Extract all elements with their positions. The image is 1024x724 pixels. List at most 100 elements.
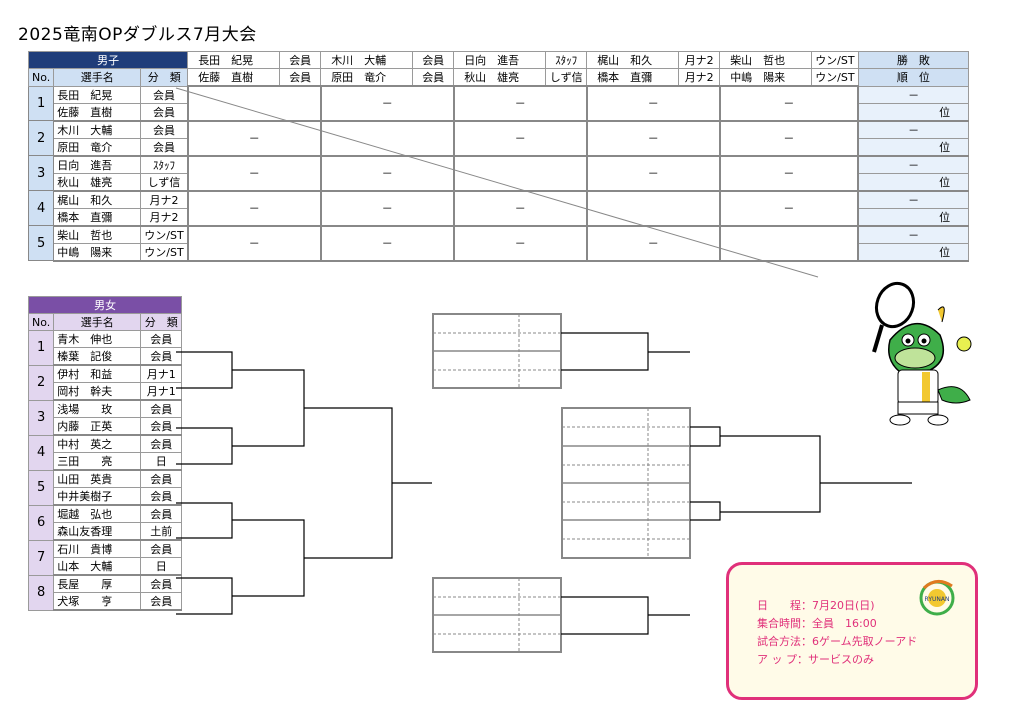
score-box-middle: [561, 407, 691, 559]
pair-number: 4: [27, 190, 55, 226]
opponent-head-class: ｽﾀｯﾌ: [545, 51, 588, 69]
group-header: 男子: [27, 51, 189, 69]
player-name: 堀越 弘也: [53, 504, 142, 523]
player-name: 三田 亮: [53, 452, 142, 471]
match-score-cell: －: [452, 119, 588, 157]
opponent-head-name: 日向 進吾: [453, 51, 547, 69]
opponent-head-name: 原田 竜介: [320, 68, 414, 87]
rank-cell: 位: [857, 137, 970, 157]
match-score-cell: －: [186, 189, 322, 227]
match-score-cell: －: [319, 189, 455, 227]
player-name: 秋山 雄亮: [53, 172, 142, 192]
info-box: 日 程：7月20日(日) 集合時間：全員 16:00 試合方法：6ゲーム先取ノー…: [726, 562, 978, 700]
match-score-cell: －: [718, 85, 860, 122]
pair-number: 3: [27, 399, 55, 436]
player-class: 月ナ2: [140, 207, 189, 227]
player-class: 会員: [140, 539, 183, 558]
pair-number: 2: [27, 364, 55, 401]
name-header: 選手名: [53, 68, 142, 87]
player-name: 中嶋 陽来: [53, 242, 142, 262]
match-score-cell: －: [319, 154, 455, 192]
player-name: 山田 英貴: [53, 469, 142, 488]
player-name: 森山友香理: [53, 522, 142, 541]
winloss-cell: －: [857, 225, 970, 244]
mixed-bracket-left: [176, 351, 432, 615]
opponent-head-class: 会員: [279, 68, 322, 87]
pair-number: 5: [27, 469, 55, 506]
winloss-cell: －: [857, 120, 970, 139]
class-header: 分 類: [140, 313, 183, 331]
player-name: 榛葉 記俊: [53, 347, 142, 366]
opponent-head-name: 梶山 和久: [586, 51, 680, 69]
opponent-head-name: 佐藤 直樹: [187, 68, 281, 87]
match-score-cell: [585, 189, 721, 227]
match-score-cell: －: [585, 224, 721, 262]
player-name: 犬塚 亨: [53, 592, 142, 611]
rank-cell: 位: [857, 242, 970, 262]
player-class: 会員: [140, 330, 183, 348]
match-score-cell: －: [718, 154, 860, 192]
player-name: 木川 大輔: [53, 120, 142, 139]
player-name: 浅場 玫: [53, 399, 142, 418]
info-warmup: ア ッ プ：サービスのみ: [757, 653, 874, 666]
player-class: 月ナ2: [140, 190, 189, 209]
club-logo: RYUNAN: [912, 574, 962, 622]
opponent-head-class: 月ナ2: [678, 51, 721, 69]
score-box-bottom: [432, 577, 562, 653]
dragon-mascot-icon: [872, 281, 972, 426]
player-class: 月ナ1: [140, 364, 183, 383]
player-name: 佐藤 直樹: [53, 102, 142, 122]
opponent-head-name: 秋山 雄亮: [453, 68, 547, 87]
player-name: 橋本 直彌: [53, 207, 142, 227]
pair-number: 1: [27, 85, 55, 121]
player-class: 土前: [140, 522, 183, 541]
rank-cell: 位: [857, 207, 970, 227]
match-score-cell: [186, 85, 322, 122]
player-name: 岡村 幹夫: [53, 382, 142, 401]
match-score-cell: －: [186, 224, 322, 262]
player-name: 長田 紀晃: [53, 85, 142, 104]
match-score-cell: －: [452, 189, 588, 227]
player-class: 日: [140, 452, 183, 471]
match-score-cell: －: [319, 85, 455, 122]
winloss-cell: －: [857, 190, 970, 209]
pair-number: 7: [27, 539, 55, 576]
match-score-cell: －: [452, 85, 588, 122]
player-class: 会員: [140, 102, 189, 122]
pair-number: 5: [27, 225, 55, 261]
logo-text: RYUNAN: [925, 596, 950, 603]
player-class: ｽﾀｯﾌ: [140, 155, 189, 174]
rank-cell: 位: [857, 172, 970, 192]
player-name: 内藤 正英: [53, 417, 142, 436]
diagonal-line: [175, 87, 819, 278]
player-class: 会員: [140, 487, 183, 506]
player-name: 青木 伸也: [53, 330, 142, 348]
player-class: 会員: [140, 137, 189, 157]
page-title: 2025竜南OPダブルス7月大会: [18, 25, 257, 45]
opponent-head-class: ウン/ST: [811, 68, 859, 87]
opponent-head-class: ウン/ST: [811, 51, 859, 69]
match-score-cell: －: [319, 224, 455, 262]
player-class: 会員: [140, 469, 183, 488]
player-name: 原田 竜介: [53, 137, 142, 157]
player-name: 山本 大輔: [53, 557, 142, 576]
class-header: 分 類: [140, 68, 189, 87]
winloss-header: 勝 敗: [857, 51, 970, 69]
match-score-cell: [718, 224, 860, 262]
pair-number: 8: [27, 574, 55, 611]
info-date: 日 程：7月20日(日): [757, 599, 875, 612]
opponent-head-name: 中嶋 陽来: [719, 68, 813, 87]
match-score-cell: －: [186, 154, 322, 192]
match-score-cell: －: [186, 119, 322, 157]
pair-number: 6: [27, 504, 55, 541]
opponent-head-name: 木川 大輔: [320, 51, 414, 69]
player-class: しず信: [140, 172, 189, 192]
match-score-cell: －: [585, 119, 721, 157]
player-class: 日: [140, 557, 183, 576]
opponent-head-class: 会員: [279, 51, 322, 69]
opponent-head-class: 会員: [412, 51, 455, 69]
player-class: 会員: [140, 592, 183, 611]
winloss-cell: －: [857, 155, 970, 174]
